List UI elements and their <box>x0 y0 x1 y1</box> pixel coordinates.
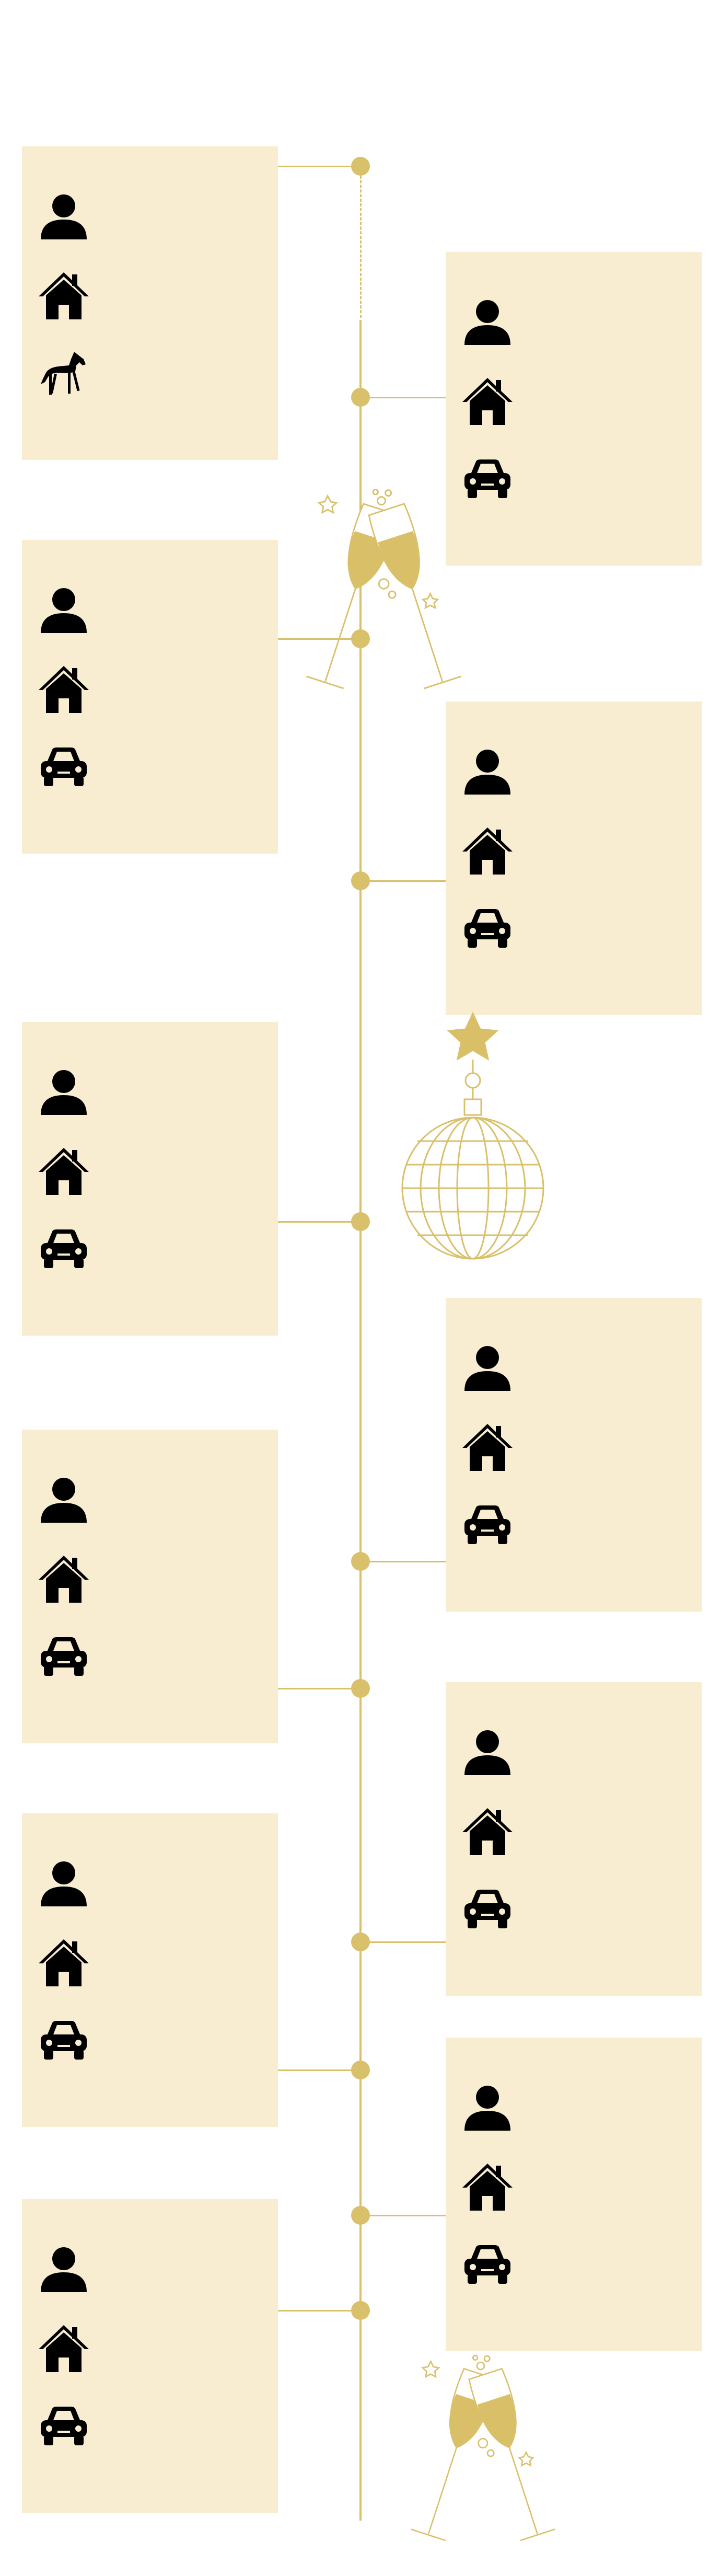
timeline-dot <box>351 2206 370 2225</box>
timeline-dot <box>351 1552 370 1571</box>
car-icon <box>38 1630 90 1682</box>
timeline-card-3 <box>22 540 278 854</box>
person-icon <box>461 2083 514 2135</box>
person-icon <box>38 1858 90 1911</box>
timeline-dot <box>351 1933 370 1951</box>
car-icon <box>461 1498 514 1550</box>
person-icon <box>38 2244 90 2296</box>
timeline-dot <box>351 388 370 407</box>
timeline-dot <box>351 2061 370 2079</box>
timeline-card-8 <box>446 1682 702 1996</box>
timeline-card-5 <box>22 1022 278 1336</box>
house-icon <box>38 1936 90 1988</box>
timeline-dot <box>351 1679 370 1698</box>
timeline-card-11 <box>22 2199 278 2513</box>
timeline-connector <box>278 1688 361 1689</box>
person-icon <box>38 191 90 244</box>
timeline-card-6 <box>446 1298 702 1612</box>
timeline-dot <box>351 2301 370 2320</box>
house-icon <box>38 269 90 321</box>
horse-icon <box>38 347 90 399</box>
timeline-connector <box>361 1561 446 1562</box>
house-icon <box>38 1145 90 1197</box>
disco-ball-icon <box>400 1011 546 1265</box>
timeline-card-1 <box>22 146 278 460</box>
timeline-card-10 <box>446 2038 702 2351</box>
timeline-dot <box>351 629 370 648</box>
person-icon <box>461 746 514 799</box>
person-icon <box>38 1475 90 1527</box>
timeline-connector <box>361 397 446 398</box>
timeline-spine <box>359 320 362 2521</box>
house-icon <box>461 375 514 427</box>
car-icon <box>38 740 90 792</box>
timeline-connector <box>361 1941 446 1943</box>
house-icon <box>461 2160 514 2213</box>
timeline-dot <box>351 1212 370 1231</box>
house-icon <box>461 1421 514 1473</box>
timeline-connector <box>361 2215 446 2216</box>
car-icon <box>461 2238 514 2290</box>
person-icon <box>461 1727 514 1779</box>
car-icon <box>461 902 514 954</box>
timeline-card-9 <box>22 1813 278 2127</box>
car-icon <box>461 452 514 504</box>
champagne-glasses-icon <box>387 2352 575 2564</box>
car-icon <box>38 2399 90 2452</box>
house-icon <box>461 1805 514 1857</box>
champagne-glasses-icon <box>272 486 491 714</box>
timeline-connector <box>278 2069 361 2071</box>
timeline-card-7 <box>22 1430 278 1743</box>
house-icon <box>38 1552 90 1605</box>
timeline-spine-dashed <box>360 166 362 318</box>
timeline-connector <box>278 166 361 167</box>
house-icon <box>461 824 514 877</box>
person-icon <box>38 585 90 637</box>
person-icon <box>461 297 514 349</box>
timeline-connector <box>361 880 446 882</box>
car-icon <box>38 2014 90 2066</box>
timeline-dot <box>351 157 370 176</box>
timeline-dot <box>351 871 370 890</box>
house-icon <box>38 2322 90 2374</box>
timeline-connector <box>278 1221 361 1223</box>
car-icon <box>38 1222 90 1274</box>
person-icon <box>461 1343 514 1395</box>
house-icon <box>38 663 90 715</box>
timeline-card-4 <box>446 702 702 1015</box>
person-icon <box>38 1067 90 1119</box>
timeline-connector <box>278 2310 361 2312</box>
timeline-connector <box>278 638 361 640</box>
timeline-card-2 <box>446 252 702 566</box>
car-icon <box>461 1882 514 1935</box>
